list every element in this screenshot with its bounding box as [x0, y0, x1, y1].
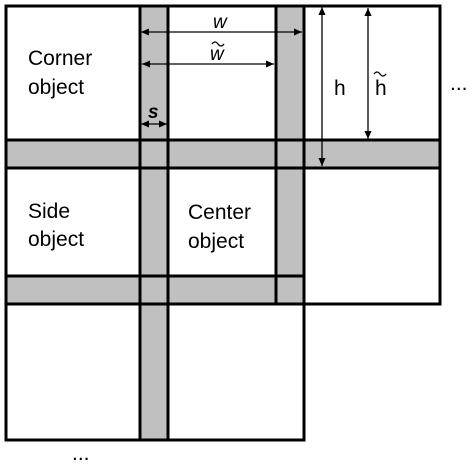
side-label-line2: object [28, 228, 84, 251]
blank-region [306, 306, 472, 474]
tile-side [4, 138, 170, 306]
w-tilde-label: w [210, 44, 225, 65]
w-tilde-mark [211, 41, 225, 47]
vertical-overlap-strip-left [140, 6, 168, 440]
tile-corner [4, 4, 170, 170]
tile-top-right [274, 4, 442, 170]
s-label: s [148, 102, 159, 123]
tile-top-middle [138, 4, 306, 170]
ellipsis-right: ... [450, 72, 468, 95]
h-tilde-label: h [375, 77, 387, 100]
corner-label-line2: object [28, 76, 84, 99]
h-tilde-mark [373, 71, 387, 77]
tile-center [138, 138, 306, 306]
tile-bottom-left [4, 274, 170, 442]
h-label: h [334, 77, 346, 100]
ellipsis-bottom: ... [72, 442, 90, 465]
center-label-line1: Center [188, 201, 251, 224]
w-label: w [213, 12, 228, 33]
tile-bottom-middle [138, 274, 306, 442]
side-label-line1: Side [28, 200, 70, 223]
corner-label-line1: Corner [28, 47, 92, 70]
center-label-line2: object [188, 230, 244, 253]
horizontal-overlap-strip-top [6, 140, 440, 168]
horizontal-overlap-strip-bottom [6, 276, 304, 304]
